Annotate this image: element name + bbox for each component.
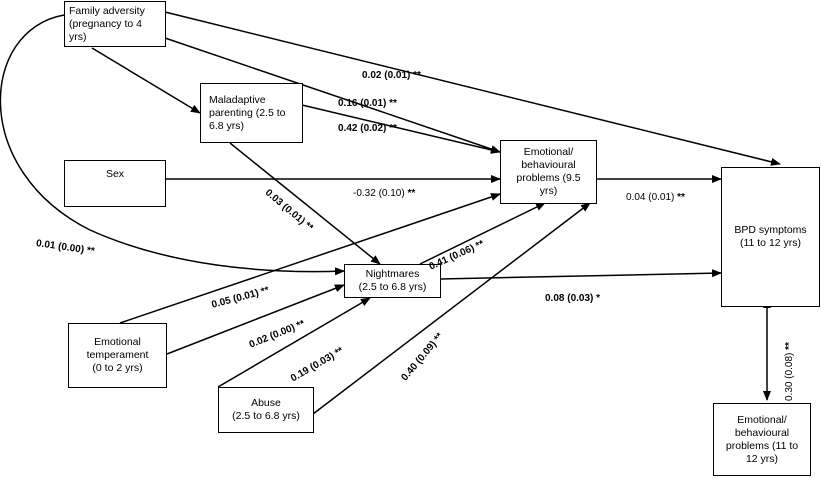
arrow-temperament-to-eb9 [119,193,501,324]
coef-family-adversity-bpd: 0.02 (0.01) ** [362,70,421,81]
arrow-parenting-to-eb9 [301,104,501,154]
node-abuse: Abuse (2.5 to 6.8 yrs) [218,387,314,433]
node-sex: Sex [64,160,166,207]
arrow-abuse-to-nightmares [217,297,371,388]
node-family-adversity: Family adversity (pregnancy to 4 yrs) [64,1,166,47]
arrow-temperament-to-nightmares [166,284,345,355]
coef-sex-eb9: -0.32 (0.10) ** [353,188,416,199]
coef-bpd-eb11: 0.30 (0.08) ** [784,342,795,401]
arrow-parenting-to-nightmares [229,142,381,265]
node-maladaptive-parenting: Maladaptive parenting (2.5 to 6.8 yrs) [200,83,303,143]
node-bpd-symptoms: BPD symptoms (11 to 12 yrs) [721,167,820,307]
node-emotional-behavioural-problems-11: Emotional/ behavioural problems (11 to 1… [713,403,811,476]
coef-nightmares-bpd: 0.08 (0.03) * [545,293,601,304]
arrow-nightmares-to-bpd [439,269,722,280]
arrow-nightmares-to-eb9 [419,202,546,265]
coef-family-adversity-eb9: 0.42 (0.02) ** [338,123,397,134]
arrow-abuse-to-eb9 [312,202,591,415]
coef-parenting-eb9: 0.16 (0.01) ** [338,98,397,109]
arrow-family-adversity-to-bpd [164,11,781,166]
arrow-family-adversity-to-eb9 [164,37,501,153]
node-nightmares: Nightmares (2.5 to 6.8 yrs) [344,264,441,298]
arrow-family-adversity-to-nightmares [0,14,345,276]
coef-eb9-bpd: 0.04 (0.01) ** [626,192,685,203]
node-emotional-behavioural-problems-9: Emotional/ behavioural problems (9.5 yrs… [500,140,597,204]
arrow-family-adversity-to-parenting [91,47,201,114]
node-emotional-temperament: Emotional temperament (0 to 2 yrs) [68,323,167,388]
